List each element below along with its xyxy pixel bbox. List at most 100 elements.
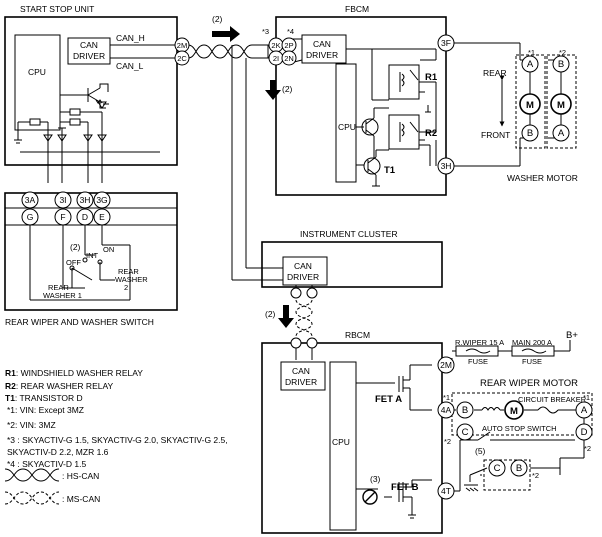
fuse-main-box	[511, 345, 555, 357]
title-instrument-cluster: INSTRUMENT CLUSTER	[300, 229, 398, 239]
switch-box	[4, 192, 178, 311]
fbcm-can-label-2: DRIVER	[306, 50, 338, 60]
title-rbcm: RBCM	[345, 330, 370, 340]
term-text-motor-m2: M	[557, 100, 565, 111]
label-rear-washer2-2: WASHER	[115, 275, 148, 284]
terminal-sw-e	[93, 208, 111, 226]
legend-ms-can: : MS-CAN	[62, 494, 100, 504]
rbcm-can-label-1: CAN	[292, 366, 310, 376]
legend-r2: R2: REAR WASHER RELAY	[5, 381, 114, 391]
terminal-sw-3h	[76, 191, 94, 209]
term-text-fbcm-3h: 3H	[441, 161, 452, 171]
can-h-label: CAN_H	[116, 33, 145, 43]
legend-vin2: *2: VIN: 3MZ	[7, 420, 56, 430]
label-off: OFF	[66, 258, 81, 267]
term-text-fbcm-2n: 2N	[284, 54, 294, 63]
ms-can-symbol	[4, 491, 60, 505]
terminal-fbcm-3f	[437, 34, 455, 52]
terminal-rbcm-left	[290, 337, 302, 349]
rbcm-can-label-2: DRIVER	[285, 377, 317, 387]
mark-n2-fbcm: (2)	[282, 84, 293, 94]
mark-rw-2c: *2	[532, 471, 539, 480]
title-switch: REAR WIPER AND WASHER SWITCH	[5, 317, 154, 327]
label-r2: R2	[425, 128, 437, 139]
term-text-rw-d: D	[581, 427, 588, 438]
rbcm-can-driver-box	[280, 361, 326, 391]
fuse-rwiper-box	[455, 345, 499, 357]
term-text-rw-c2: C	[494, 463, 501, 474]
rw-terminal-d	[575, 423, 593, 441]
label-fuse1-1: R.WIPER 15 A	[455, 338, 504, 347]
washer-motor-b2	[552, 55, 570, 73]
mark-rw-2b: *2	[584, 444, 591, 453]
legend-vin1: *1: VIN: Except 3MZ	[7, 405, 84, 415]
term-text-rbcm-4a: 4A	[441, 405, 452, 415]
ssu-cpu-box	[14, 34, 61, 131]
rbcm-cpu-box	[329, 361, 357, 531]
term-text-ssu-2c: 2C	[177, 54, 187, 63]
term-text-fbcm-2i: 2I	[273, 54, 279, 63]
rw-terminal-a	[575, 401, 593, 419]
terminal-ic-left	[290, 287, 302, 299]
legend-note4: *4 : SKYACTIV-D 1.5	[7, 459, 86, 469]
term-text-motor-b2: B	[558, 59, 564, 70]
label-t1: T1	[384, 165, 396, 176]
term-text-rw-b2: B	[516, 463, 522, 474]
title-washer-motor: WASHER MOTOR	[507, 173, 578, 183]
washer-motor-m1	[519, 93, 541, 115]
mark-n2-ic: (2)	[265, 309, 276, 319]
label-circuit-breaker: CIRCUIT BREAKER	[518, 395, 587, 404]
label-r1: R1	[425, 72, 438, 83]
can-l-label: CAN_L	[116, 61, 144, 71]
label-rear-washer2-1: REAR	[118, 267, 139, 276]
auto-stop-connector-box	[483, 459, 531, 491]
term-text-fbcm-3f: 3F	[441, 38, 451, 48]
mark-rw-1b: *1	[583, 393, 590, 402]
rw-motor-m	[504, 400, 524, 420]
terminal-rbcm-right	[306, 337, 318, 349]
term-text-rw-m: M	[510, 406, 518, 417]
ic-can-label-2: DRIVER	[287, 272, 319, 282]
legend-note3-1: *3 : SKYACTIV-G 1.5, SKYACTIV-G 2.0, SKY…	[7, 435, 228, 445]
term-text-rw-b: B	[462, 405, 468, 416]
terminal-fbcm-2n	[281, 50, 297, 66]
term-text-motor-a: A	[527, 59, 534, 70]
washer-motor-a	[521, 55, 539, 73]
term-text-motor-m: M	[526, 100, 534, 111]
label-int: INT	[86, 251, 99, 260]
rw-terminal-c	[456, 423, 474, 441]
term-text-sw-f: F	[60, 212, 65, 222]
title-rear-wiper-motor: REAR WIPER MOTOR	[480, 378, 578, 389]
rw-terminal-b	[456, 401, 474, 419]
term-text-rbcm-4t: 4T	[441, 486, 451, 496]
term-text-fbcm-2k: 2K	[271, 41, 280, 50]
term-text-sw-3a: 3A	[25, 195, 36, 205]
mark-rw-1: *1	[443, 393, 450, 402]
fet-a-label: FET A	[375, 394, 402, 405]
title-fbcm: FBCM	[345, 4, 369, 14]
label-rear-washer1-1: REAR	[48, 283, 69, 292]
fbcm-cpu-label: CPU	[338, 122, 356, 132]
mark-wm-2: *2	[559, 48, 566, 57]
start-stop-unit-box	[4, 16, 178, 166]
label-on: ON	[103, 245, 114, 254]
label-front: FRONT	[481, 130, 510, 140]
fet-b-label: FET B	[391, 482, 419, 493]
terminal-rbcm-2m	[437, 356, 455, 374]
washer-motor-box-1	[515, 54, 546, 149]
ic-can-driver-box	[282, 256, 328, 286]
term-text-fbcm-2p: 2P	[284, 41, 293, 50]
mark-rw-2: *2	[444, 437, 451, 446]
instrument-cluster-box	[261, 241, 443, 288]
label-bplus: B+	[566, 330, 578, 341]
title-start-stop-unit: START STOP UNIT	[20, 4, 94, 14]
term-text-motor-a2: A	[558, 128, 565, 139]
term-text-sw-g: G	[27, 212, 34, 222]
mark-n2-switch: (2)	[70, 242, 81, 252]
terminal-sw-3i	[54, 191, 72, 209]
ssu-can-driver-box	[67, 37, 111, 65]
label-rear-washer2-3: 2	[124, 283, 128, 292]
terminal-fbcm-3h	[437, 157, 455, 175]
term-text-sw-3h: 3H	[80, 195, 91, 205]
can-direction-arrow-down-2	[278, 305, 294, 328]
